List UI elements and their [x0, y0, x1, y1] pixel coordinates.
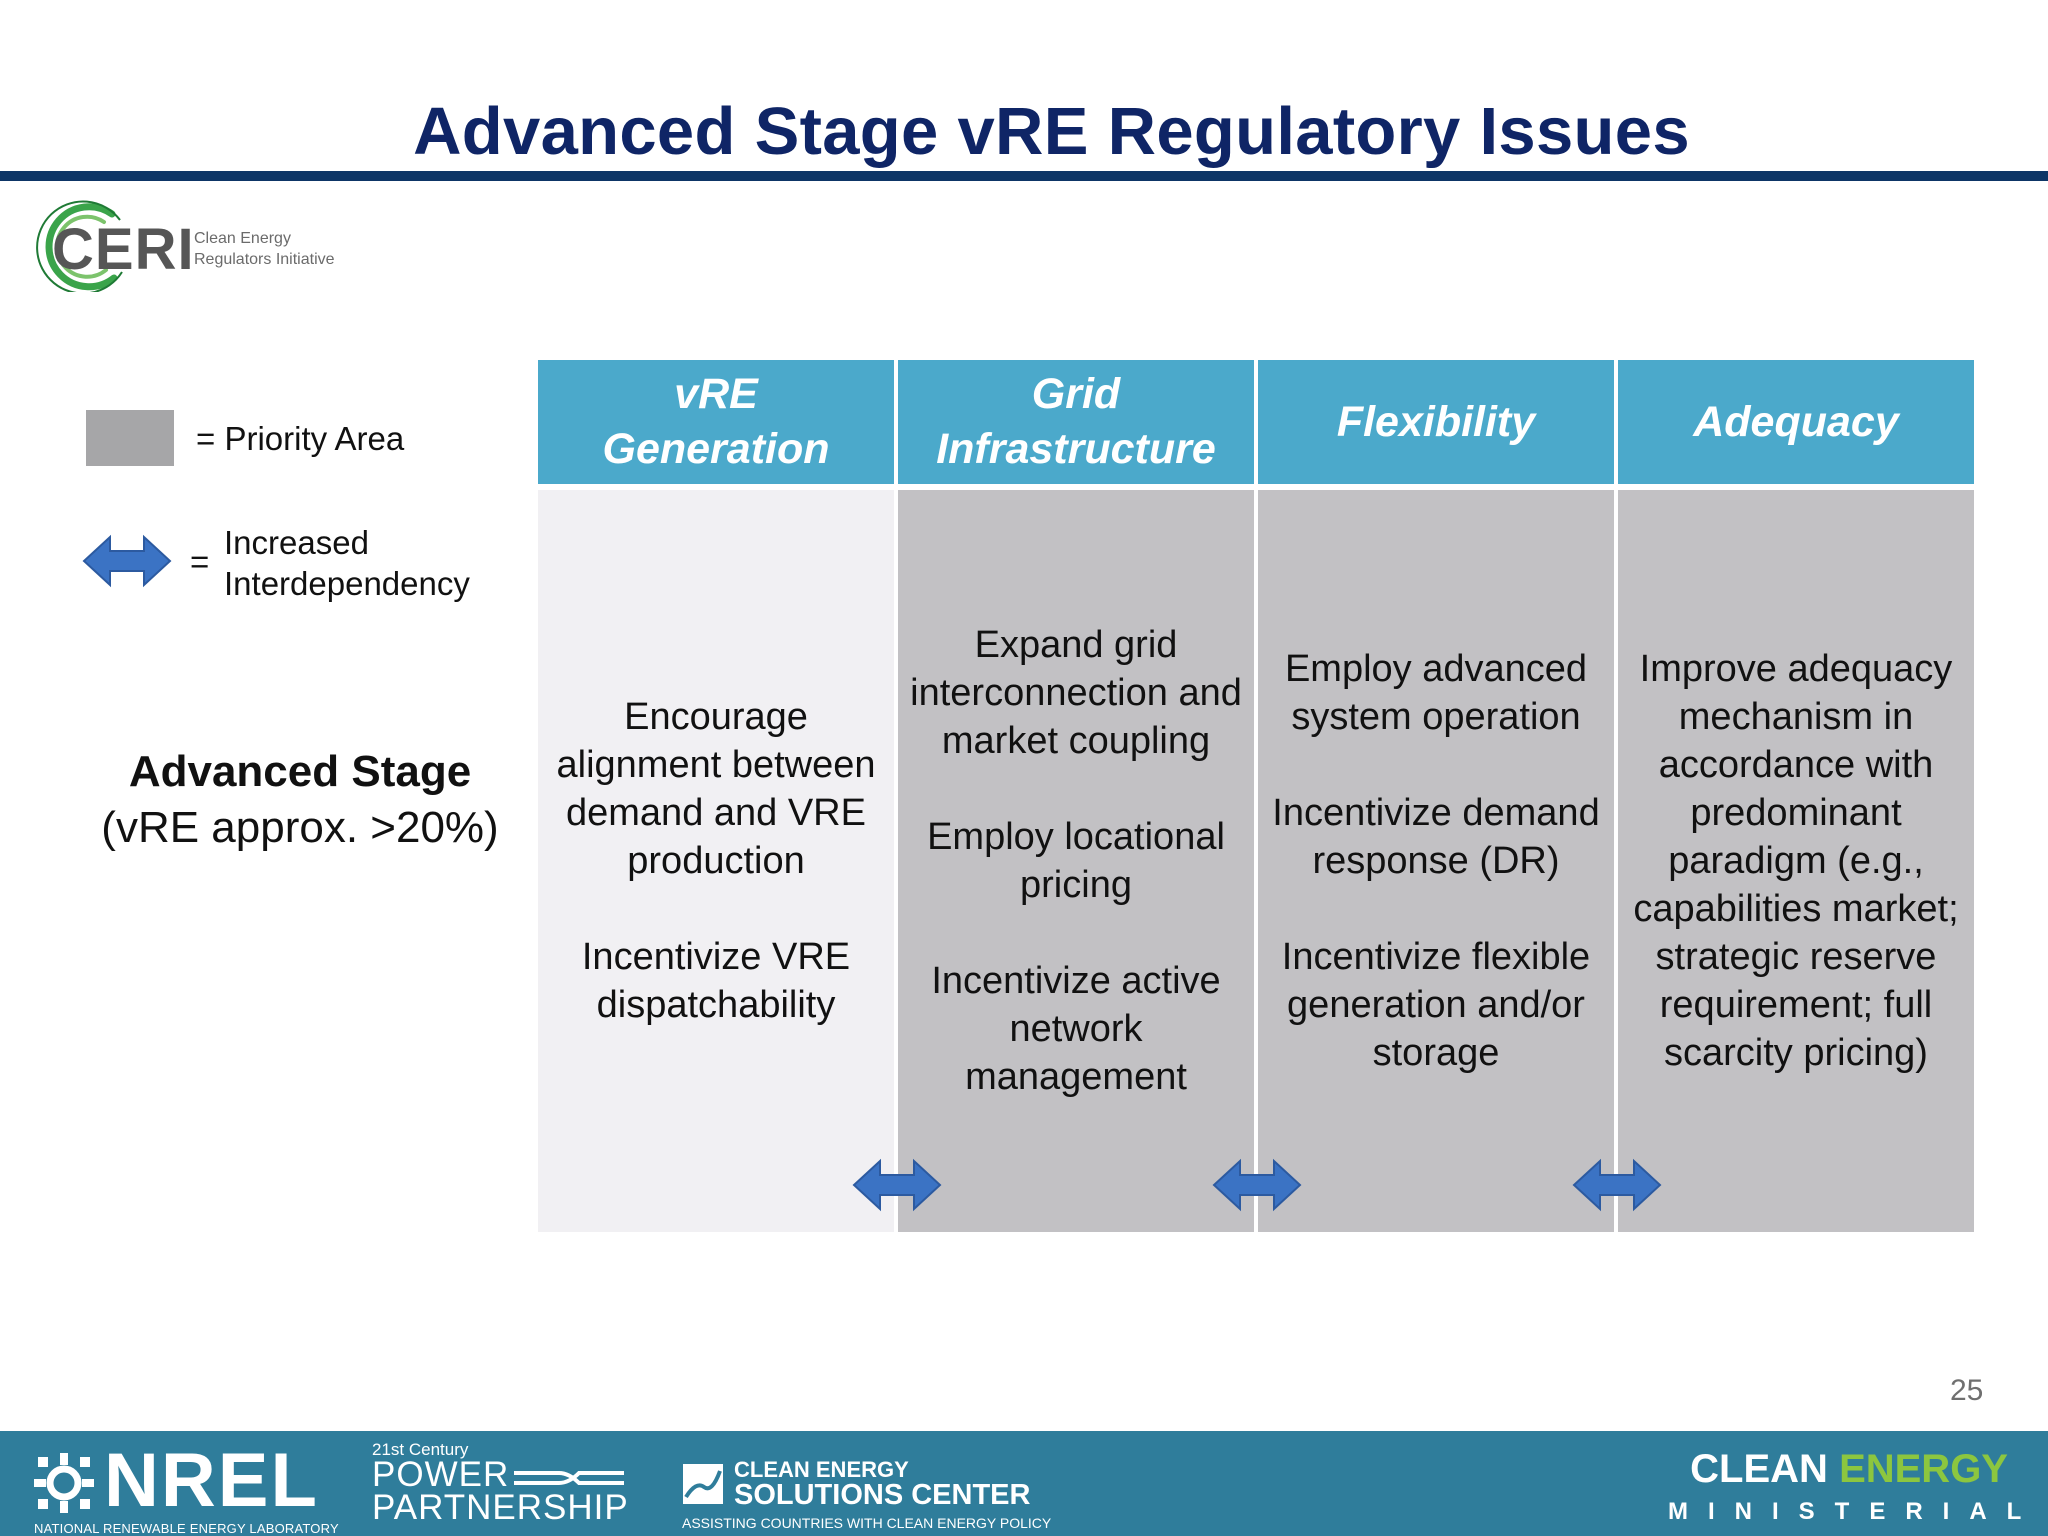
page-number: 25 — [1950, 1374, 1984, 1407]
double-arrow-icon — [1572, 1158, 1662, 1212]
column-header: vRE Generation — [538, 360, 894, 484]
power-word: POWER — [372, 1455, 510, 1494]
column-item: Incentivize flexible generation and/or s… — [1281, 936, 1591, 1074]
ceri-logo: CERI Clean Energy Regulators Initiative — [34, 200, 354, 292]
nrel-sun-icon — [34, 1453, 94, 1513]
column-item: Improve adequacy mechanism in accordance… — [1633, 648, 1959, 1074]
footer-bar: NREL NATIONAL RENEWABLE ENERGY LABORATOR… — [0, 1431, 2048, 1536]
ceri-subtitle: Clean Energy Regulators Initiative — [194, 228, 335, 270]
column-grid-infrastructure: Grid Infrastructure Expand grid intercon… — [898, 360, 1254, 1232]
double-arrow-icon — [1212, 1158, 1302, 1212]
ceri-swirl-icon — [36, 200, 123, 292]
column-body: Improve adequacy mechanism in accordance… — [1618, 490, 1974, 1232]
column-header: Grid Infrastructure — [898, 360, 1254, 484]
column-item: Incentivize demand response (DR) — [1272, 792, 1600, 882]
double-arrow-icon — [852, 1158, 942, 1212]
column-header: Adequacy — [1618, 360, 1974, 484]
nrel-wordmark: NREL — [104, 1438, 319, 1523]
cesc-line1: CLEAN ENERGY — [734, 1457, 909, 1482]
ceri-subtitle-line2: Regulators Initiative — [194, 251, 335, 268]
column-flexibility: Flexibility Employ advanced system opera… — [1258, 360, 1614, 1232]
power-21st-century: 21st Century — [372, 1440, 469, 1459]
column-item: Incentivize active network management — [931, 960, 1221, 1098]
priority-swatch — [86, 410, 174, 466]
cesc-line2: SOLUTIONS CENTER — [734, 1479, 1031, 1511]
stage-subtitle: (vRE approx. >20%) — [101, 803, 499, 852]
slide-title: Advanced Stage vRE Regulatory Issues — [413, 93, 1690, 169]
column-body: Encourage alignment between demand and V… — [538, 490, 894, 1232]
column-item: Expand grid interconnection and market c… — [910, 624, 1242, 762]
legend-priority-label: = Priority Area — [196, 420, 405, 457]
partnership-word: PARTNERSHIP — [372, 1488, 629, 1527]
cem-line1: CLEAN ENERGY — [1668, 1447, 2008, 1492]
power-partnership-logo: 21st Century POWER PARTNERSHIP — [372, 1440, 629, 1527]
cesc-tagline: ASSISTING COUNTRIES WITH CLEAN ENERGY PO… — [682, 1515, 1052, 1531]
title-divider — [0, 171, 2048, 181]
column-vre-generation: vRE Generation Encourage alignment betwe… — [538, 360, 894, 1232]
column-item: Employ locational pricing — [927, 816, 1225, 906]
double-arrow-icon — [82, 534, 172, 588]
nrel-logo: NREL NATIONAL RENEWABLE ENERGY LABORATOR… — [32, 1438, 339, 1536]
column-item: Incentivize VRE dispatchability — [581, 936, 851, 1026]
legend-interdependency-line1: Increased — [224, 524, 369, 561]
cem-energy: ENERGY — [1839, 1447, 2008, 1491]
legend-equals: = — [190, 543, 210, 580]
cesc-square-icon — [683, 1464, 723, 1504]
nrel-subtitle: NATIONAL RENEWABLE ENERGY LABORATORY — [34, 1521, 339, 1536]
cem-ministerial: MINISTERIAL — [1668, 1498, 2042, 1525]
ceri-wordmark: CERI — [52, 217, 195, 282]
ceri-subtitle-line1: Clean Energy — [194, 230, 291, 247]
column-header: Flexibility — [1258, 360, 1614, 484]
legend-interdependency-label: Increased Interdependency — [224, 522, 470, 604]
power-lines-icon — [514, 1471, 624, 1485]
cem-clean: CLEAN — [1690, 1447, 1828, 1491]
column-adequacy: Adequacy Improve adequacy mechanism in a… — [1618, 360, 1974, 1232]
cem-logo: CLEAN ENERGY MINISTERIAL — [1668, 1447, 2042, 1526]
column-body: Employ advanced system operation Incenti… — [1258, 490, 1614, 1232]
stage-label: Advanced Stage (vRE approx. >20%) — [0, 744, 600, 856]
stage-title: Advanced Stage — [128, 747, 472, 796]
legend-interdependency-line2: Interdependency — [224, 565, 470, 602]
column-item: Employ advanced system operation — [1284, 648, 1588, 738]
column-body: Expand grid interconnection and market c… — [898, 490, 1254, 1232]
column-item: Encourage alignment between demand and V… — [556, 696, 876, 882]
